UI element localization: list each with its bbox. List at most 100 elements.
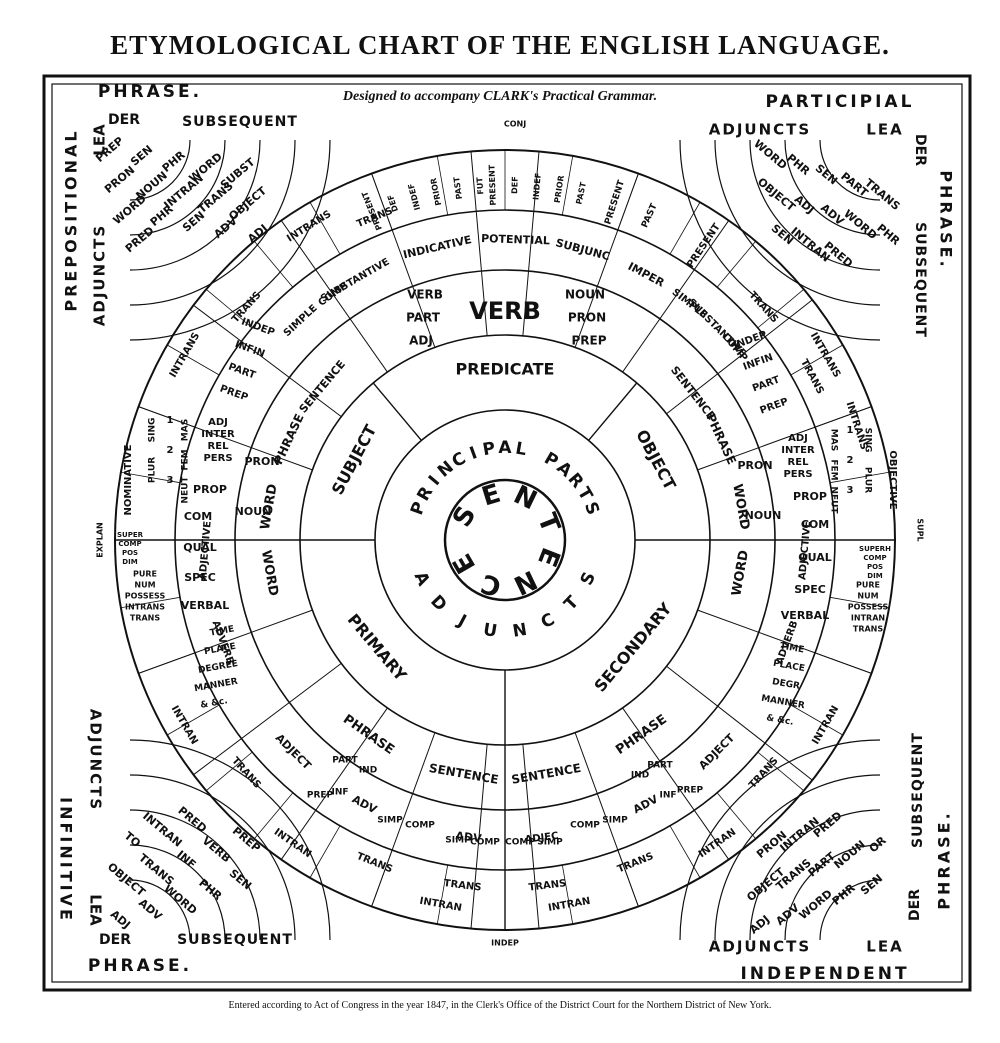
tense-b-0: PRESENT	[487, 164, 497, 206]
spec-kind-right-3: INTRAN	[851, 614, 885, 623]
tense-c-1: PAST	[640, 201, 660, 229]
center-sentence-word-char: S	[447, 501, 482, 532]
tl-subsequent-label: SUBSEQUENT	[182, 114, 298, 130]
bottom-small-cell-14: COMP	[570, 821, 600, 831]
bottom-small-cell-0: IND	[359, 766, 377, 776]
tense-a-2: INDEF	[406, 182, 422, 211]
number-left-0: SING	[148, 418, 158, 443]
gender-right-1: FEM	[829, 459, 839, 480]
outer-verb-kind-7: TRANS	[798, 358, 825, 397]
chart-title: ETYMOLOGICAL CHART OF THE ENGLISH LANGUA…	[110, 30, 890, 60]
spoke-8	[666, 299, 813, 415]
subtitle-label: Designed to accompany CLARK's Practical …	[342, 89, 657, 104]
tl-prepositional-label: PREPOSITIONAL	[62, 128, 81, 311]
principal-parts-label-char: P	[481, 438, 497, 460]
br-phrase-label: PHRASE.	[935, 810, 954, 909]
tl-lea-label: LEA	[91, 124, 109, 156]
tr-item-9: PHR	[874, 221, 902, 248]
word-right-label: WORD	[729, 483, 752, 531]
bl-phrase-label: PHRASE.	[88, 956, 192, 976]
noun-right: NOUN	[745, 509, 782, 522]
outer-spoke-40	[757, 751, 805, 791]
tl-item-10: WORD	[111, 192, 149, 227]
outer-spoke-60	[669, 825, 701, 878]
principal-parts-label-char: A	[498, 438, 512, 458]
person-right-1: 2	[847, 455, 854, 466]
tense-b-3: PRIOR	[553, 175, 566, 204]
corner-top-left-arc-4	[129, 139, 331, 341]
outer-verb-kind-16: INTRAN	[697, 827, 738, 861]
bl-item-6: TRANS	[136, 851, 176, 888]
degree-right-0: SUPERH	[859, 545, 891, 553]
adjuncts-label-char: T	[560, 592, 583, 614]
bottom-small-cell-11: COMP	[470, 838, 500, 848]
outer-spoke-150	[167, 704, 220, 736]
adverb-kind-left-4: & &c.	[200, 696, 229, 711]
bl-item-7: INF	[174, 848, 198, 871]
center-circle	[443, 478, 567, 602]
pron-col-left-2: REL	[208, 441, 230, 452]
corner-bottom-right-arc-1	[784, 844, 881, 941]
outer-spoke-120	[309, 825, 341, 878]
outer-spoke--70	[617, 173, 639, 231]
outer-spoke--60	[669, 202, 701, 255]
outer-spoke--40	[757, 289, 805, 329]
gender-left-1: FEM	[181, 449, 191, 470]
tr-adjuncts-label: ADJUNCTS	[709, 121, 811, 139]
corner-top-left-arc-2	[129, 139, 261, 271]
outer-spoke--20	[814, 406, 872, 428]
tr-phrase-label: PHRASE.	[937, 170, 956, 269]
qual-right: QUAL	[798, 551, 831, 564]
tr-item-8: WORD	[841, 207, 879, 242]
tense-a-3: PRIOR	[429, 177, 443, 206]
adverb-kind-right-2: DEGR	[771, 677, 800, 692]
tl-item-2: PHR	[160, 148, 188, 175]
outer-verb-kind-0: INTRANS	[168, 331, 202, 380]
spoke-15	[470, 744, 488, 929]
tense-a-5: FUT	[475, 176, 485, 195]
indep-left-3: PREP	[218, 383, 249, 403]
br-item-3: PHR	[830, 881, 858, 908]
adverb-kind-right-0: TIME	[779, 641, 805, 655]
indep-left-2: PART	[227, 361, 257, 381]
gender-right-2: NEUT	[829, 486, 839, 514]
center-sentence-word-char: C	[478, 567, 505, 601]
tl-der-label: DER	[108, 112, 140, 128]
center-sentence-word-char: T	[531, 509, 566, 537]
spec-kind-right-1: NUM	[857, 592, 878, 601]
outer-spoke-80	[561, 864, 574, 925]
corner-bottom-left-arc-2	[129, 809, 261, 941]
tr-der-label: DER	[912, 134, 928, 166]
com-left: COM	[184, 510, 212, 523]
subjunc-label: SUBJUNC	[554, 236, 611, 263]
outer-spoke--110	[371, 173, 393, 231]
outer-spoke-140	[205, 751, 253, 791]
adjective-left-label: ADJECTIVE	[198, 520, 214, 580]
simple-right-label: SIMPLE	[670, 287, 710, 321]
tr-subsequent-label: SUBSEQUENT	[912, 222, 928, 338]
outer-verb-kind-14: INTRAN	[547, 896, 591, 914]
center-sentence-word-char: E	[478, 479, 504, 513]
tense-c-0: PRESENT	[603, 178, 627, 226]
spoke-4	[470, 151, 488, 336]
br-der-label: DER	[907, 889, 923, 921]
phrase-right-label: PHRASE	[703, 412, 739, 467]
outer-spoke-170	[120, 596, 181, 609]
outer-spoke--150	[167, 344, 220, 376]
adverb-kind-left-3: MANNER	[194, 677, 239, 695]
verb-title: VERB	[469, 297, 541, 325]
spec-left: SPEC	[184, 571, 216, 584]
verb-left-1: PART	[406, 311, 441, 325]
outer-verb-kind-13: TRANS	[443, 878, 482, 894]
adjuncts-label-char: S	[577, 569, 600, 589]
principal-parts-label-char: L	[514, 439, 528, 461]
bottom-small-cell-8: SIMP	[377, 816, 403, 826]
outer-spoke--80	[561, 155, 574, 216]
tl-adjuncts-label: ADJUNCTS	[91, 224, 109, 326]
br-item-4: SEN	[858, 872, 885, 898]
bl-item-0: ADJ	[108, 908, 133, 932]
outer-spoke--10	[829, 471, 890, 484]
indep-left-1: INFIN	[233, 339, 266, 360]
